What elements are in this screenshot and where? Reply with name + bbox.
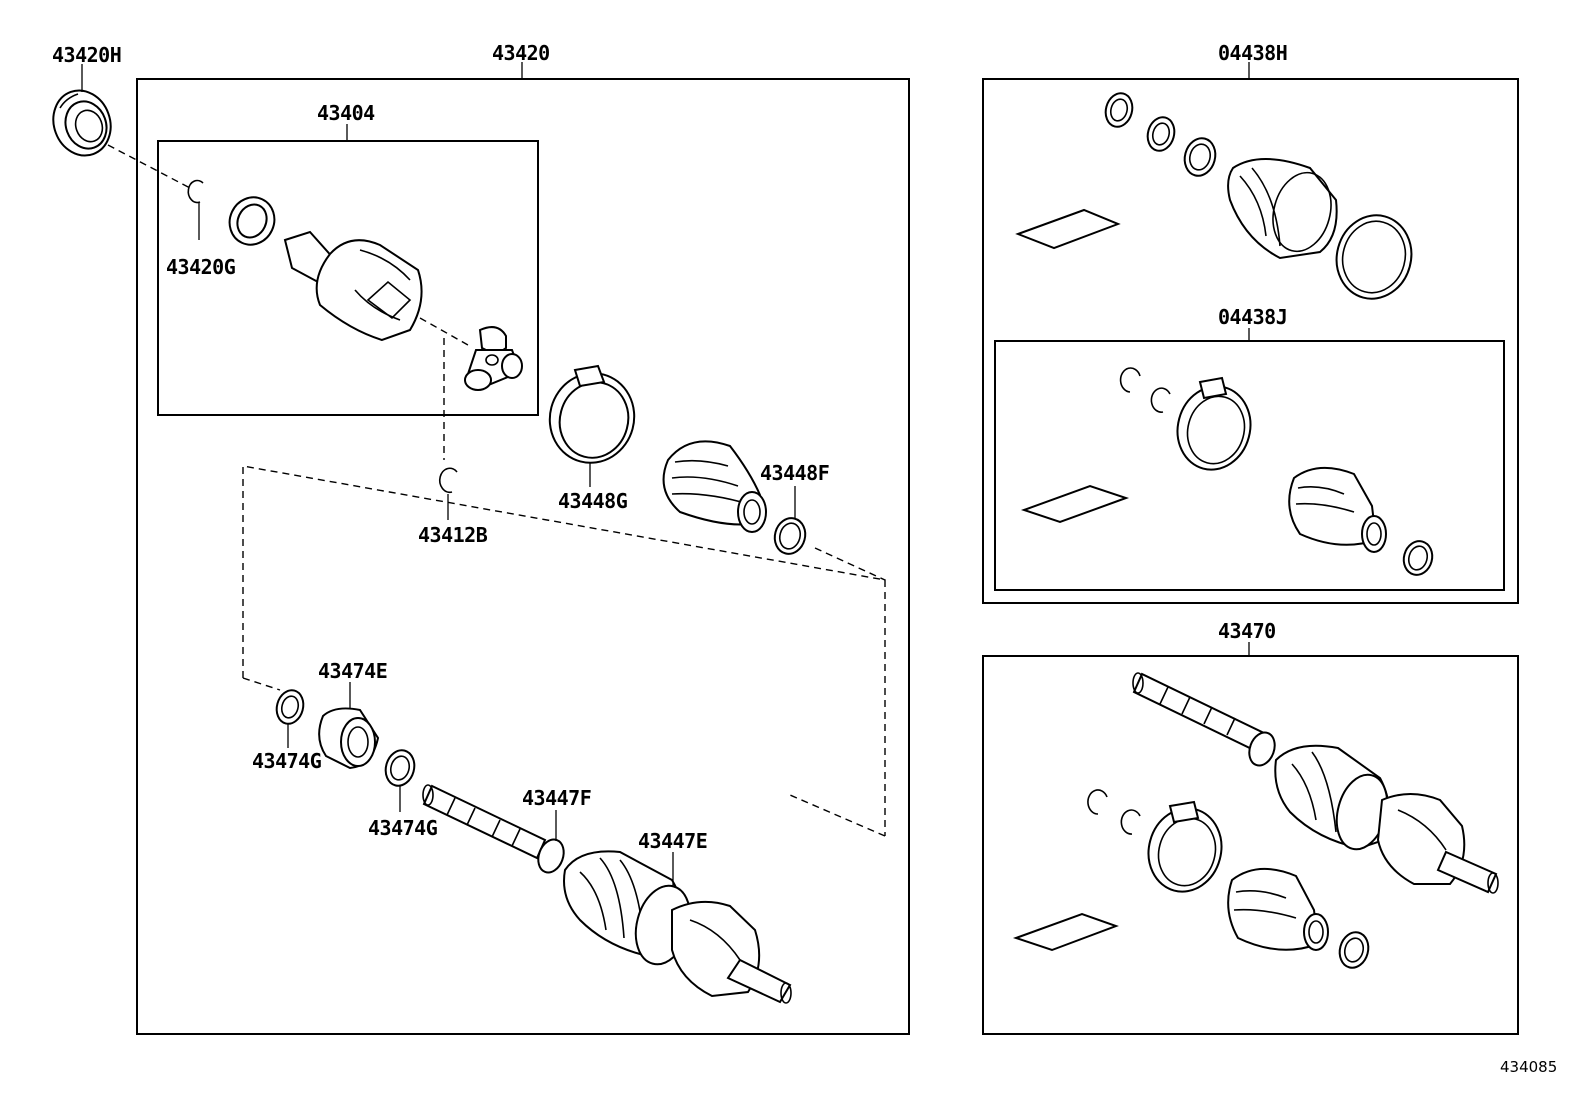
label-43447F: 43447F xyxy=(522,786,591,810)
kit-outboard-boot-icon xyxy=(1227,158,1338,260)
kit-snap-ring-2-icon xyxy=(1150,387,1171,413)
label-43420: 43420 xyxy=(492,41,550,65)
diagram-reference-number: 434085 xyxy=(1500,1058,1557,1076)
kit-grease-packet-icon xyxy=(1015,208,1121,250)
kit-snap-ring-1-icon xyxy=(1119,367,1141,393)
label-43420H: 43420H xyxy=(52,43,121,67)
assembly-clamp-large-icon xyxy=(1147,800,1223,893)
kit-clamp-small-2-icon xyxy=(1146,116,1176,152)
dynamic-damper-icon xyxy=(318,707,380,770)
assembly-snap-ring-2-icon xyxy=(1120,809,1141,835)
snap-ring-icon xyxy=(187,179,204,204)
damper-clamp-right-icon xyxy=(384,749,416,787)
inboard-joint-frame xyxy=(157,140,539,416)
outboard-joint-frame xyxy=(982,655,1519,1035)
label-43404: 43404 xyxy=(317,101,375,125)
inboard-joint-housing-icon xyxy=(283,230,423,342)
assembly-boot-icon xyxy=(1227,867,1329,951)
kit-small-clamp-icon xyxy=(1402,540,1434,576)
kit-clamp-small-1-icon xyxy=(1104,92,1134,128)
label-43447E: 43447E xyxy=(638,829,707,853)
label-43474G-right: 43474G xyxy=(368,816,438,840)
assembly-small-clamp-icon xyxy=(1338,931,1370,969)
label-43474G-left: 43474G xyxy=(252,749,322,773)
label-43412B: 43412B xyxy=(418,523,488,547)
label-04438H: 04438H xyxy=(1218,41,1287,65)
label-43474E: 43474E xyxy=(318,659,387,683)
spacer-ring-icon xyxy=(228,196,276,246)
kit-grease-packet-2-icon xyxy=(1020,484,1130,524)
large-boot-clamp-icon xyxy=(548,364,636,464)
assembly-snap-ring-1-icon xyxy=(1087,789,1108,815)
tripod-joint-icon xyxy=(464,326,523,391)
label-04438J: 04438J xyxy=(1218,305,1287,329)
outboard-shaft-assembly-icon xyxy=(1132,672,1499,894)
main-assembly-frame xyxy=(136,78,910,1035)
outboard-boot-kit-frame xyxy=(982,78,1519,604)
label-43448F: 43448F xyxy=(760,461,829,485)
kit-inboard-boot-icon xyxy=(1288,466,1387,553)
small-boot-clamp-icon xyxy=(773,517,807,555)
label-43420G: 43420G xyxy=(166,255,236,279)
assembly-grease-packet-icon xyxy=(1012,912,1119,952)
oil-seal-icon xyxy=(52,89,112,157)
inboard-boot-icon xyxy=(662,440,767,533)
drive-shaft-icon xyxy=(422,784,792,1004)
kit-large-clamp-icon xyxy=(1335,214,1413,300)
shaft-snap-ring-icon xyxy=(438,467,458,494)
label-43448G: 43448G xyxy=(558,489,628,513)
kit-ring-icon xyxy=(1183,137,1217,177)
kit-inboard-clamp-icon xyxy=(1176,376,1252,471)
label-43470: 43470 xyxy=(1218,619,1276,643)
damper-clamp-left-icon xyxy=(275,689,305,725)
